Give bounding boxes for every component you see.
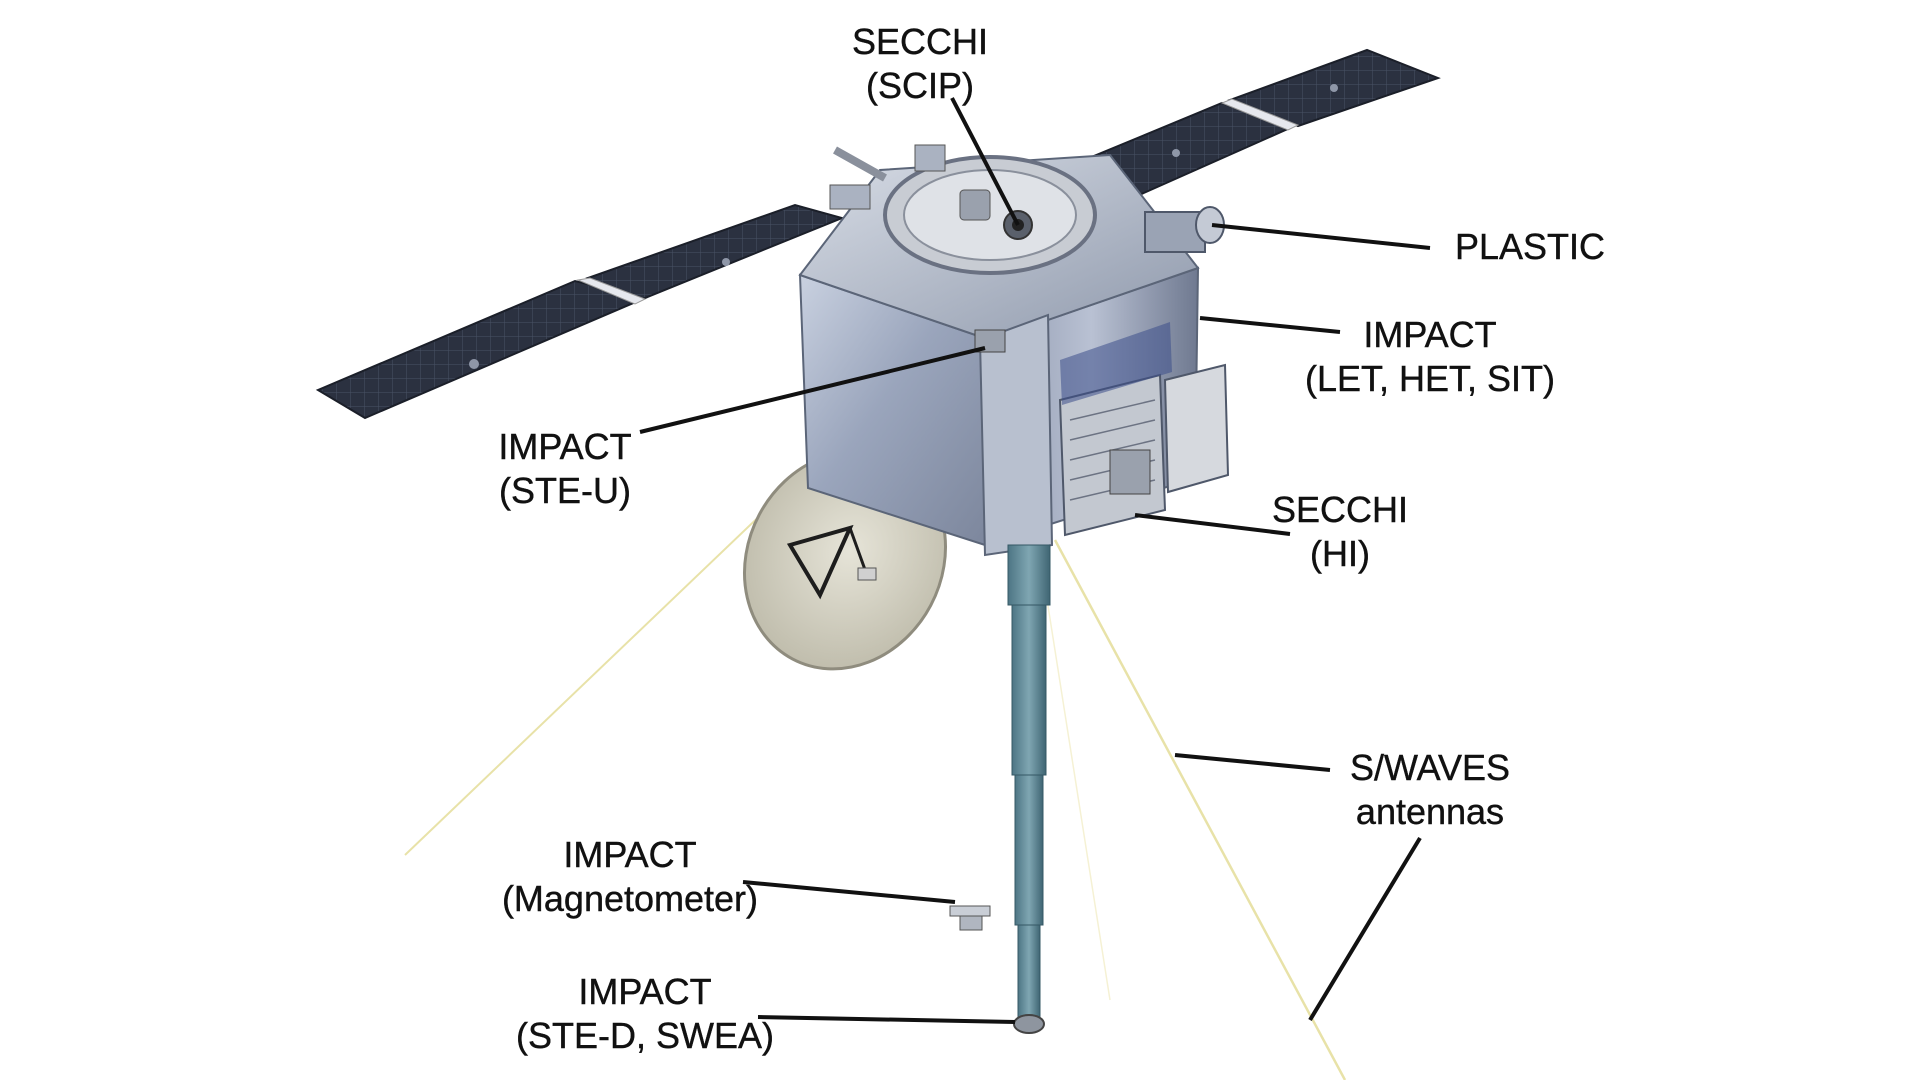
- label-secchi-scip: SECCHI (SCIP): [820, 20, 1020, 108]
- leader-impact-let: [1199, 316, 1341, 334]
- label-impact-let-het-sit: IMPACT (LET, HET, SIT): [1290, 313, 1570, 401]
- leader-lines: [639, 97, 1431, 1024]
- label-impact-mag-line1: IMPACT: [563, 834, 697, 875]
- label-impact-sted-line2: (STE-D, SWEA): [516, 1015, 774, 1056]
- label-impact-let-line1: IMPACT: [1363, 314, 1497, 355]
- leader-swaves-lower: [1308, 836, 1422, 1022]
- label-impact-sted-line1: IMPACT: [578, 971, 712, 1012]
- label-impact-ste-u: IMPACT (STE-U): [470, 425, 660, 513]
- leader-impact-mag: [742, 880, 956, 904]
- swaves-antenna-right: [1053, 539, 1347, 1080]
- label-impact-ste-d-swea: IMPACT (STE-D, SWEA): [500, 970, 790, 1058]
- leader-secchi-scip: [950, 97, 1020, 226]
- label-impact-let-line2: (LET, HET, SIT): [1304, 358, 1556, 399]
- label-swaves-antennas: S/WAVES antennas: [1320, 746, 1540, 834]
- label-plastic: PLASTIC: [1430, 225, 1630, 269]
- spacecraft-bus: [798, 144, 1230, 557]
- label-secchi-scip-line1: SECCHI: [851, 21, 989, 62]
- swaves-antenna-center: [1039, 554, 1111, 1001]
- label-impact-mag-line2: (Magnetometer): [501, 878, 759, 919]
- label-secchi-hi-line1: SECCHI: [1271, 489, 1409, 530]
- leader-secchi-hi: [1134, 513, 1291, 536]
- leader-impact-steu: [639, 346, 986, 434]
- leader-swaves-upper: [1174, 753, 1331, 772]
- label-impact-steu-line2: (STE-U): [499, 470, 631, 511]
- label-secchi-hi: SECCHI (HI): [1245, 488, 1435, 576]
- label-impact-steu-line1: IMPACT: [498, 426, 632, 467]
- label-secchi-scip-line2: (SCIP): [866, 65, 974, 106]
- label-impact-magnetometer: IMPACT (Magnetometer): [490, 833, 770, 921]
- leader-impact-sted: [757, 1015, 1016, 1024]
- leader-plastic: [1211, 223, 1431, 250]
- label-secchi-hi-line2: (HI): [1310, 533, 1370, 574]
- label-swaves-line1: S/WAVES: [1349, 747, 1511, 788]
- label-plastic-line1: PLASTIC: [1454, 226, 1606, 267]
- label-swaves-line2: antennas: [1355, 791, 1505, 832]
- impact-boom: [949, 544, 1051, 1034]
- solar-array-left: [315, 203, 846, 420]
